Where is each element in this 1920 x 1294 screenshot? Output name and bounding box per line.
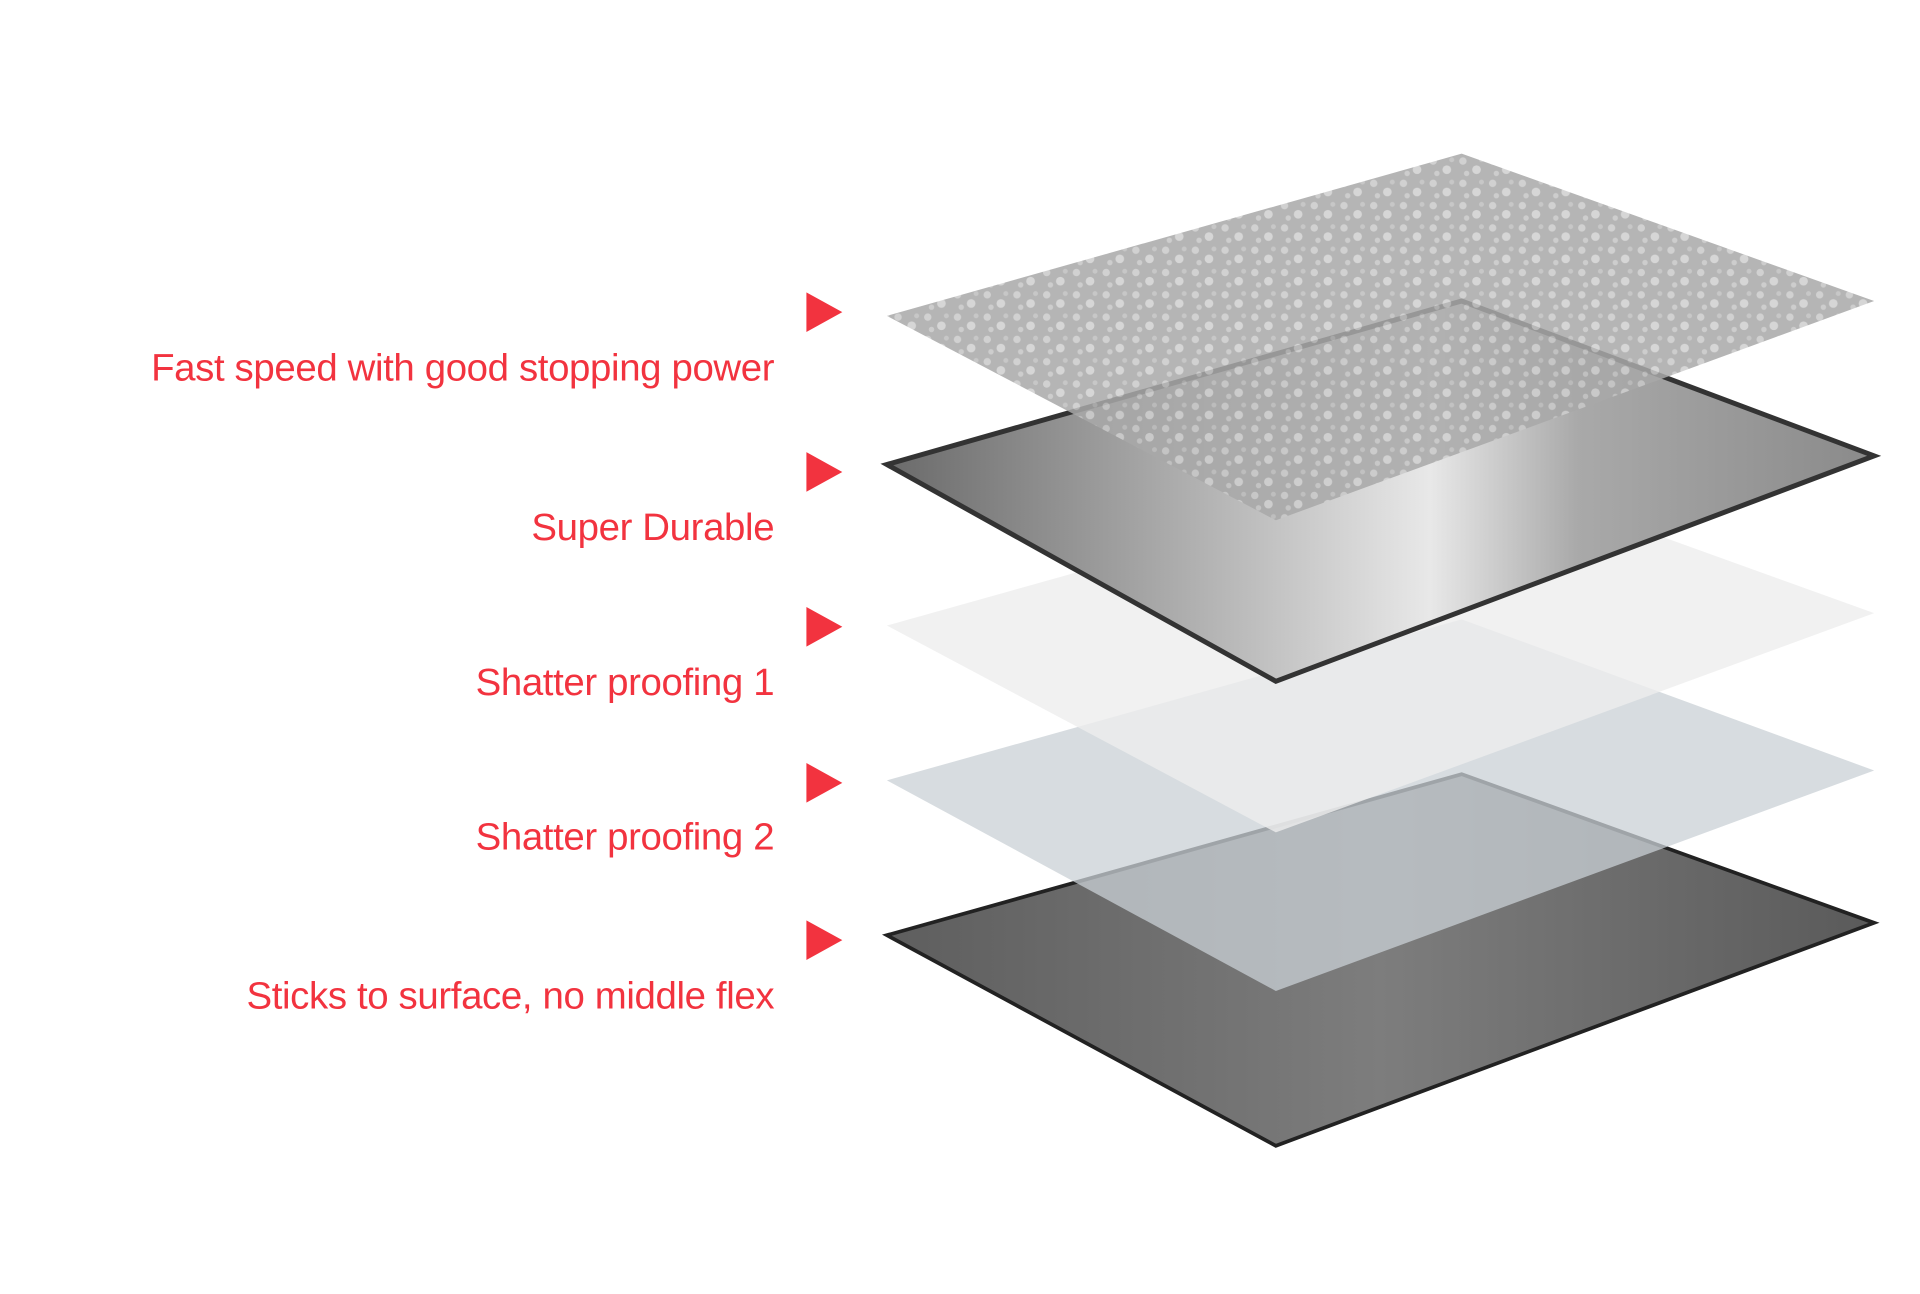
arrow-icon <box>806 920 843 960</box>
layer-label-4: Shatter proofing 2 <box>475 815 775 859</box>
arrow-icon <box>806 292 843 332</box>
plate-textured <box>886 153 1875 521</box>
arrow-icon <box>806 606 843 647</box>
layer-label-1: Fast speed with good stopping power <box>151 345 775 389</box>
layer-label-5: Sticks to surface, no middle flex <box>246 973 775 1017</box>
arrow-icon <box>806 452 843 492</box>
layer-label-3: Shatter proofing 1 <box>475 660 775 704</box>
layer-label-2: Super Durable <box>531 505 775 549</box>
arrow-icon <box>806 763 843 803</box>
